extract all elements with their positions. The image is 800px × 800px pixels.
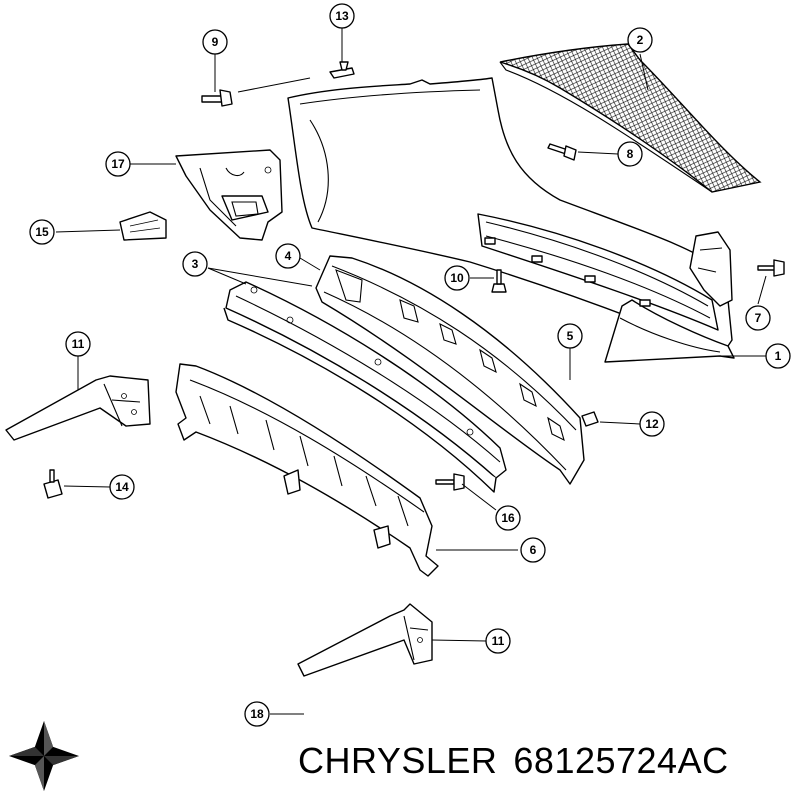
fastener-bolt-16 <box>435 473 465 491</box>
callout-11a: 11 <box>65 331 91 357</box>
callout-1: 1 <box>765 343 791 369</box>
fastener-nut-15 <box>43 469 63 499</box>
callout-label: 1 <box>775 349 782 363</box>
corner-bracket <box>175 149 283 241</box>
callout-18: 18 <box>244 701 270 727</box>
part-number: 68125724AC <box>513 740 729 781</box>
callout-7: 7 <box>745 305 771 331</box>
mounting-bracket-left <box>5 375 151 441</box>
callout-label: 15 <box>35 225 49 239</box>
leader-lines <box>55 28 767 715</box>
callout-4: 4 <box>275 243 301 269</box>
brand-name: CHRYSLER <box>298 740 498 781</box>
mounting-bracket-right <box>297 603 433 677</box>
callout-label: 4 <box>285 249 292 263</box>
chrysler-pentastar-icon <box>9 721 79 791</box>
lower-support <box>175 363 439 577</box>
energy-absorber <box>315 255 585 485</box>
callout-16: 16 <box>495 505 521 531</box>
callout-10: 10 <box>444 265 470 291</box>
callout-label: 3 <box>192 257 199 271</box>
bumper-pad <box>119 211 167 241</box>
fastener-bolt-7 <box>757 259 785 277</box>
bumper-fascia <box>287 77 735 363</box>
callout-label: 12 <box>645 417 659 431</box>
bumper-grille-strip <box>499 43 762 193</box>
fastener-bolt-9 <box>201 89 233 107</box>
fastener-nut-12 <box>581 411 599 427</box>
callout-label: 13 <box>335 9 349 23</box>
callout-label: 2 <box>637 33 644 47</box>
callout-12: 12 <box>639 411 665 437</box>
callout-label: 10 <box>450 271 464 285</box>
callout-label: 18 <box>250 707 264 721</box>
fastener-screw-8 <box>547 143 577 161</box>
callout-label: 17 <box>111 157 125 171</box>
callout-label: 8 <box>627 147 634 161</box>
callout-15: 14 <box>109 474 135 500</box>
callout-2: 2 <box>627 27 653 53</box>
reinforcement-beam <box>223 281 507 493</box>
fastener-nut-10 <box>491 269 507 293</box>
callout-8: 8 <box>617 141 643 167</box>
callout-label: 16 <box>501 511 515 525</box>
callout-5: 5 <box>557 323 583 349</box>
callout-label: 9 <box>212 35 219 49</box>
callout-9: 9 <box>202 29 228 55</box>
callout-label: 11 <box>72 337 85 351</box>
fastener-clip-14 <box>329 61 355 79</box>
callout-17: 17 <box>105 151 131 177</box>
callout-label: 14 <box>115 480 129 494</box>
callout-6: 6 <box>520 537 546 563</box>
callout-label: 6 <box>530 543 537 557</box>
part-caption: CHRYSLER 68125724AC <box>298 736 729 786</box>
callout-label: 5 <box>567 329 574 343</box>
callout-11b: 11 <box>485 628 511 654</box>
callout-label: 11 <box>492 634 505 648</box>
callout-13: 15 <box>29 219 55 245</box>
callout-14: 13 <box>329 3 355 29</box>
callout-label: 7 <box>755 311 762 325</box>
callout-3: 3 <box>182 251 208 277</box>
